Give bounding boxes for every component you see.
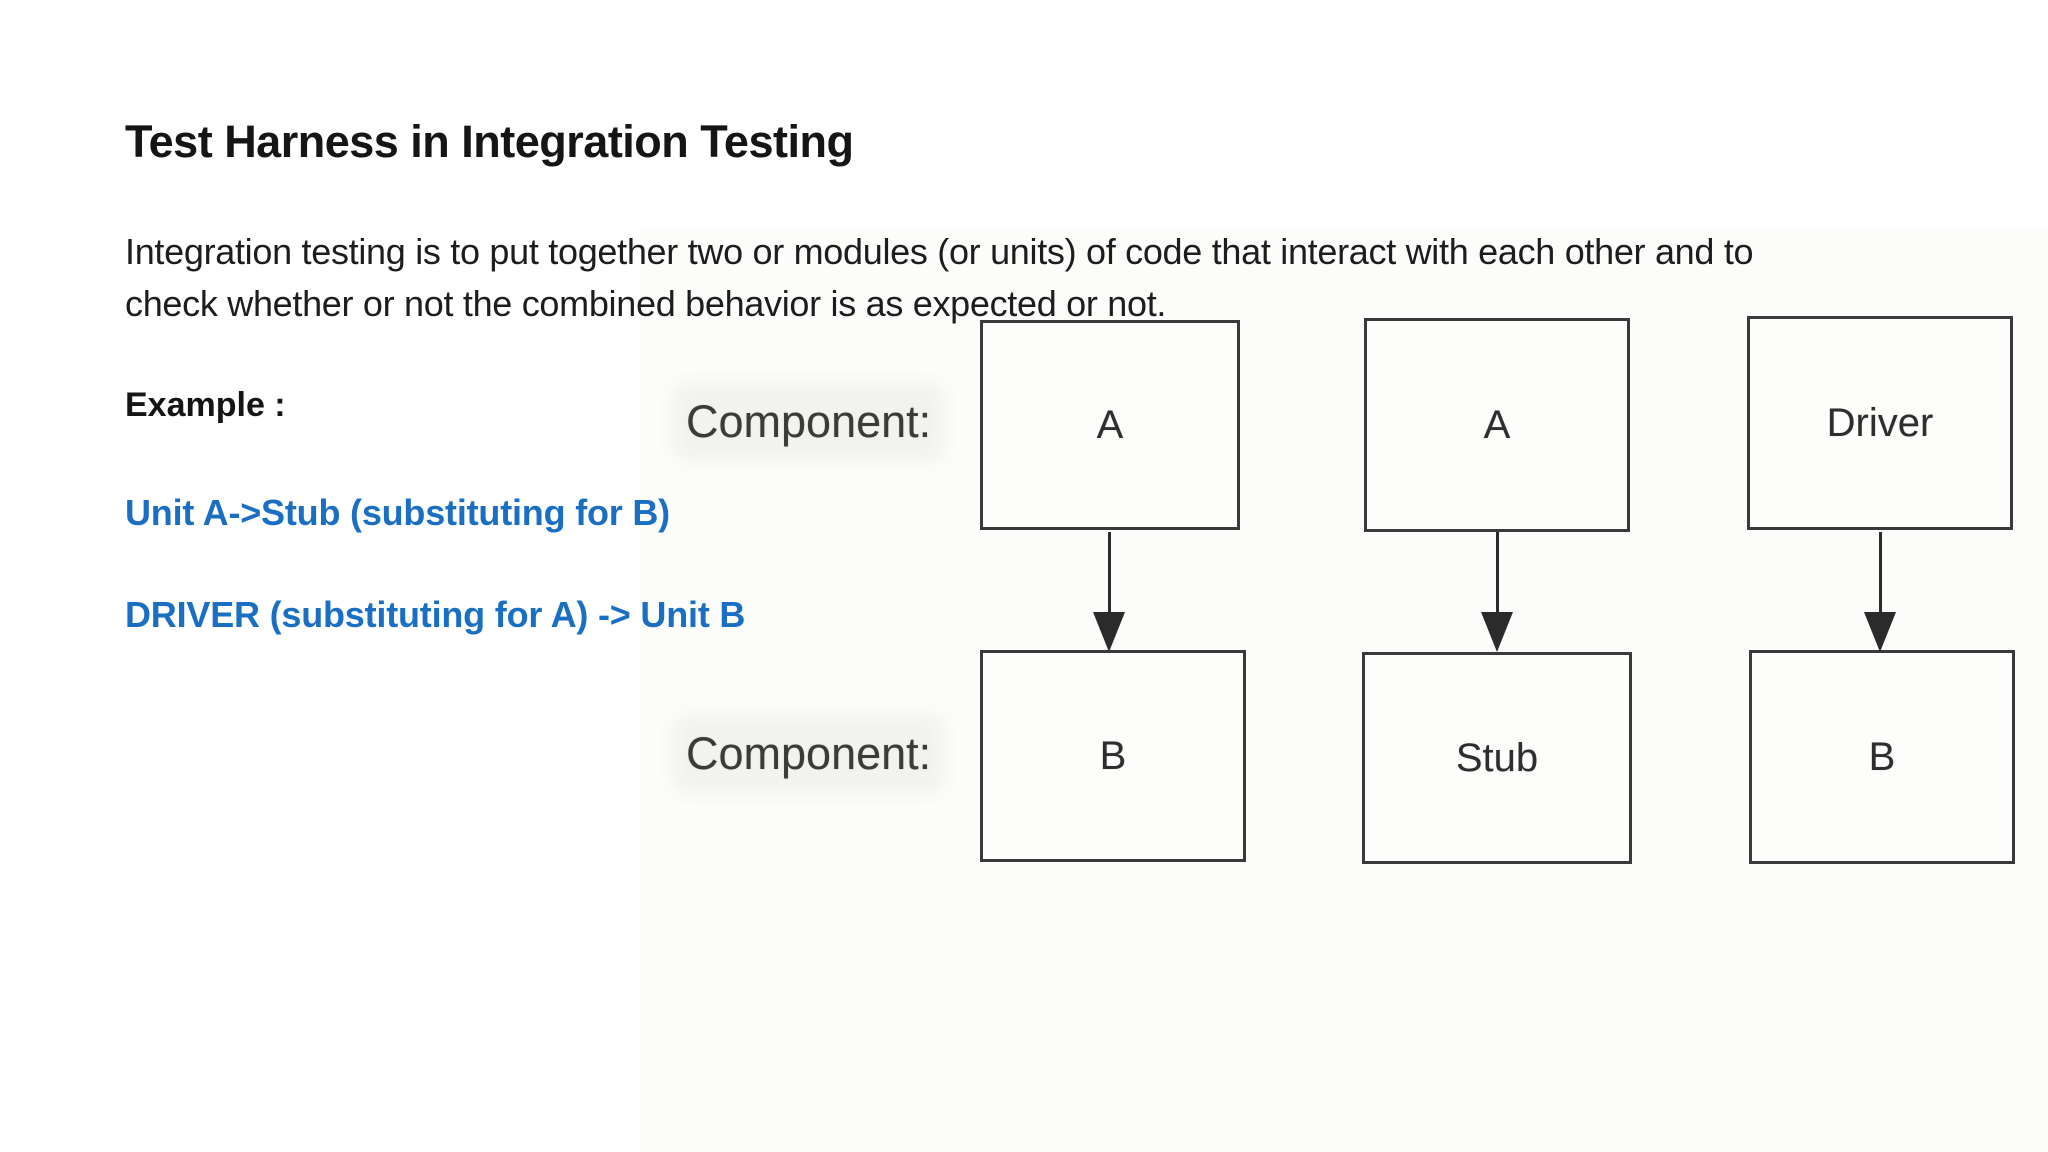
component-box-label: B <box>1868 734 1896 779</box>
arrow-line <box>1496 532 1499 614</box>
arrow-line <box>1879 532 1882 614</box>
component-box-label: B <box>1099 733 1127 778</box>
component-label-top-row: Component: <box>686 396 932 448</box>
component-box-label: Stub <box>1455 735 1539 780</box>
component-box-bottom-col1: B <box>980 650 1246 862</box>
component-box-top-col3: Driver <box>1747 316 2013 530</box>
component-box-label: A <box>1096 402 1124 447</box>
component-label-bottom-row: Component: <box>686 728 932 780</box>
component-box-top-col2: A <box>1364 318 1630 532</box>
arrow-head-icon <box>1481 612 1513 652</box>
example-label: Example : <box>125 386 286 424</box>
component-box-bottom-col2: Stub <box>1362 652 1632 864</box>
example-case-stub: Unit A->Stub (substituting for B) <box>125 492 670 533</box>
arrow-head-icon <box>1864 612 1896 652</box>
arrow-head-icon <box>1093 612 1125 652</box>
component-box-top-col1: A <box>980 320 1240 530</box>
component-box-bottom-col3: B <box>1749 650 2015 864</box>
component-box-label: Driver <box>1826 400 1934 445</box>
example-case-driver: DRIVER (substituting for A) -> Unit B <box>125 594 746 635</box>
arrow-line <box>1108 532 1111 614</box>
component-box-label: A <box>1483 402 1511 447</box>
page-title: Test Harness in Integration Testing <box>125 116 854 167</box>
intro-paragraph-line-1: Integration testing is to put together t… <box>125 231 1754 272</box>
intro-paragraph-line-2: check whether or not the combined behavi… <box>125 283 1167 324</box>
